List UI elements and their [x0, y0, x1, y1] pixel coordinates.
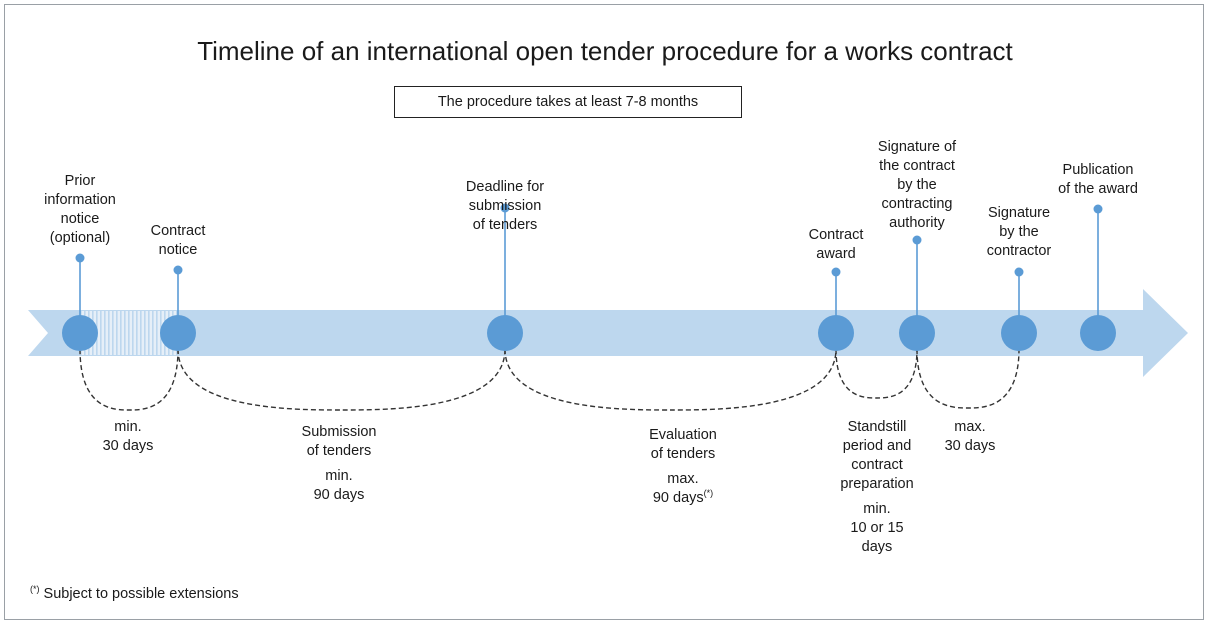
period-label-line: period and [840, 437, 913, 456]
milestone-label-line: contractor [986, 243, 1052, 259]
milestone-label-line: Deadline for [465, 179, 545, 195]
milestone-pin-sig-contractor [1014, 267, 1024, 277]
period-label-line: Submission [302, 423, 377, 442]
period-label-text: of tenders [306, 443, 372, 459]
milestone-node-publication [1080, 315, 1116, 351]
milestone-label-deadline: Deadline for submission of tenders [466, 178, 544, 235]
footnote: (*) Subject to possible extensions [30, 584, 239, 602]
milestone-label-line: notice [60, 211, 100, 227]
milestone-label-line: submission [468, 198, 542, 214]
timeline-arrow [28, 289, 1188, 377]
period-label-line: min. [103, 418, 154, 437]
period-label-text: 30 days [102, 438, 154, 454]
footnote-mark: (*) [703, 488, 714, 499]
period-label-text: days [861, 539, 893, 555]
milestone-node-deadline [487, 315, 523, 351]
milestone-label-line: by the [999, 224, 1039, 240]
milestone-node-award [818, 315, 854, 351]
period-label-text: 30 days [944, 438, 996, 454]
period-curve-submission [177, 348, 506, 411]
period-label-text: Submission [301, 424, 377, 440]
period-label-text: Evaluation [649, 427, 717, 443]
milestone-label-line: Signature of [877, 139, 957, 155]
period-label-line: Standstill [840, 418, 913, 437]
diagram-frame [4, 4, 1204, 620]
period-label-text: contract [851, 457, 903, 473]
milestone-label-line: contracting [881, 196, 953, 212]
milestone-node-sig-contractor [1001, 315, 1037, 351]
period-label-line: of tenders [649, 445, 717, 464]
period-label-text: 10 or 15 [850, 520, 904, 536]
period-label-line: preparation [840, 475, 913, 494]
milestone-label-line: the contract [879, 158, 955, 174]
milestone-label-line: Publication [1062, 162, 1134, 178]
milestone-node-prior [62, 315, 98, 351]
milestone-pin-publication [1093, 204, 1103, 214]
period-label-line: min. [302, 467, 377, 486]
period-label-evaluation: Evaluation of tenders max. 90 days(*) [649, 426, 717, 508]
milestone-pin-contract-notice [173, 265, 183, 275]
milestone-label-line: (optional) [49, 230, 111, 246]
period-label-line: min. [840, 500, 913, 519]
period-label-text: max. [667, 471, 699, 487]
milestone-label-line: award [816, 246, 856, 262]
period-label-text: period and [842, 438, 912, 454]
milestone-label-line: of the award [1058, 181, 1138, 197]
milestone-label-line: of tenders [472, 217, 538, 233]
duration-box: The procedure takes at least 7-8 months [394, 86, 742, 118]
period-curve-standstill [835, 348, 918, 399]
milestone-label-prior: Prior information notice (optional) [44, 172, 116, 248]
milestone-node-sig-authority [899, 315, 935, 351]
diagram-title: Timeline of an international open tender… [197, 36, 1013, 66]
period-label-line: max. [649, 470, 717, 489]
period-label-text: 90 days [652, 490, 704, 506]
period-label-text: min. [325, 468, 353, 484]
period-curve-notice-period [79, 348, 179, 411]
period-label-text: min. [114, 419, 142, 435]
period-label-text: 90 days [313, 487, 365, 503]
milestone-label-sig-authority: Signature of the contract by the contractin… [878, 138, 956, 233]
milestone-label-line: by the [897, 177, 937, 193]
period-label-line: contract [840, 456, 913, 475]
period-curve-signature-period [916, 348, 1020, 409]
milestone-label-line: Contract [150, 223, 206, 239]
period-label-line: 90 days(*) [649, 489, 717, 508]
milestone-label-publication: Publication of the award [1058, 161, 1138, 199]
milestone-label-line: authority [889, 215, 945, 231]
milestone-label-line: notice [158, 242, 198, 258]
milestone-label-line: Contract [808, 227, 864, 243]
period-label-signature-period: max. 30 days [945, 418, 996, 456]
period-label-submission: Submission of tenders min. 90 days [302, 423, 377, 505]
period-label-line: 30 days [103, 437, 154, 456]
period-label-text: preparation [840, 476, 914, 492]
period-label-text: of tenders [650, 446, 716, 462]
milestone-label-award: Contract award [809, 226, 864, 264]
footnote-mark: (*) [30, 584, 40, 595]
period-label-line: 30 days [945, 437, 996, 456]
period-curve-evaluation [504, 348, 837, 411]
period-label-notice-period: min. 30 days [103, 418, 154, 456]
milestone-pin-sig-authority [912, 235, 922, 245]
period-label-text: max. [954, 419, 986, 435]
period-label-text: min. [863, 501, 891, 517]
period-label-text: Standstill [847, 419, 907, 435]
period-label-line: max. [945, 418, 996, 437]
period-label-line: of tenders [302, 442, 377, 461]
milestone-pin-deadline [500, 203, 510, 213]
milestone-pin-prior [75, 253, 85, 263]
period-label-line: 10 or 15 [840, 519, 913, 538]
milestone-label-contract-notice: Contract notice [151, 222, 206, 260]
milestone-label-line: information [44, 192, 116, 208]
period-label-line: 90 days [302, 486, 377, 505]
milestone-pin-award [831, 267, 841, 277]
milestone-node-contract-notice [160, 315, 196, 351]
milestone-label-sig-contractor: Signature by the contractor [987, 204, 1051, 261]
period-label-line: Evaluation [649, 426, 717, 445]
milestone-label-line: Signature [987, 205, 1051, 221]
footnote-text: Subject to possible extensions [43, 586, 239, 602]
period-label-line: days [840, 538, 913, 557]
milestone-label-line: Prior [64, 173, 96, 189]
